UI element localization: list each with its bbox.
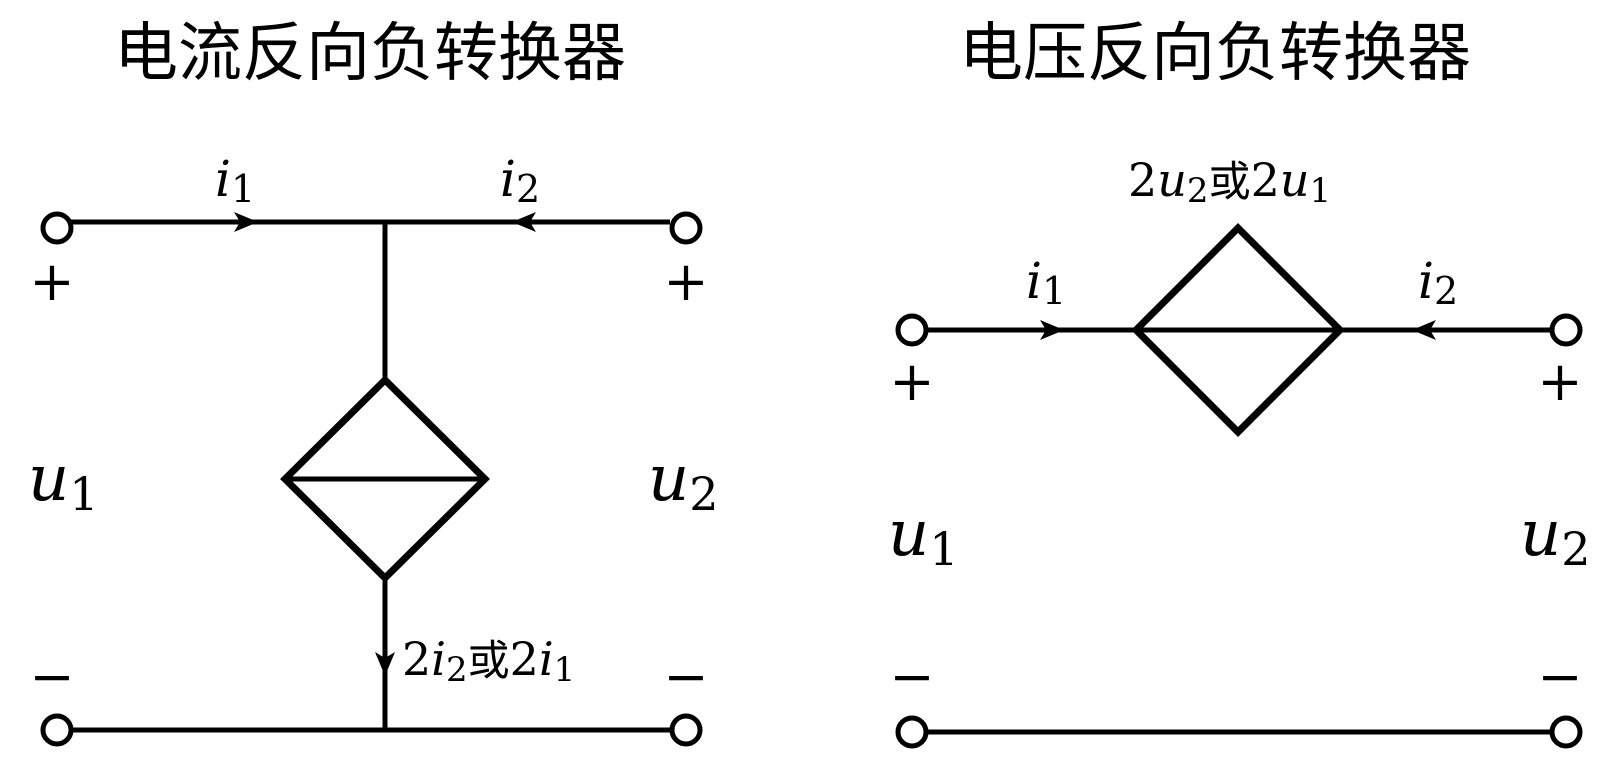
left-terminal-top-right [669, 211, 703, 245]
left-source-current-arrow-icon [375, 652, 395, 676]
left-dependent-source-diamond [280, 375, 490, 583]
right-i2-arrow-icon [1412, 320, 1436, 340]
right-minus-left: − [889, 645, 934, 708]
left-i1-label: i1 [215, 150, 255, 211]
right-i1-label: i1 [1026, 252, 1066, 313]
right-u2-label: u2 [1520, 497, 1591, 576]
right-source-label: 2u2或2u1 [1128, 153, 1331, 211]
left-terminal-bottom-right [669, 713, 703, 747]
left-source-label: 2i2或2i1 [402, 632, 575, 690]
left-terminal-top-left [40, 211, 74, 245]
left-i1-arrow-icon [234, 212, 258, 232]
left-plus-right: + [663, 250, 708, 313]
left-minus-left: − [29, 645, 74, 708]
left-title: 电流反向负转换器 [114, 17, 626, 91]
left-plus-left: + [29, 250, 74, 313]
left-u2-label: u2 [648, 442, 719, 521]
left-i2-arrow-icon [512, 212, 536, 232]
left-minus-right: − [663, 645, 708, 708]
right-plus-right: + [1537, 350, 1582, 413]
right-terminal-top-right [1549, 313, 1583, 347]
right-i1-arrow-icon [1040, 320, 1064, 340]
right-terminal-bottom-right [1549, 715, 1583, 749]
right-terminal-bottom-left [895, 715, 929, 749]
right-dependent-source-diamond [1131, 223, 1345, 437]
voltage-nic-diagram: 电压反向负转换器 i1 i2 u1 u2 + + − − 2u2或2u1 [888, 17, 1591, 749]
current-nic-diagram: 电流反向负转换器 i1 i2 u1 u2 + + − − 2i2或2i1 [28, 17, 719, 747]
right-plus-left: + [889, 350, 934, 413]
right-minus-right: − [1537, 645, 1582, 708]
left-i2-label: i2 [500, 150, 540, 211]
right-i2-label: i2 [1418, 252, 1458, 313]
right-terminal-top-left [895, 313, 929, 347]
right-u1-label: u1 [888, 497, 959, 576]
left-terminal-bottom-left [40, 713, 74, 747]
right-title: 电压反向负转换器 [959, 17, 1471, 91]
left-u1-label: u1 [28, 442, 99, 521]
